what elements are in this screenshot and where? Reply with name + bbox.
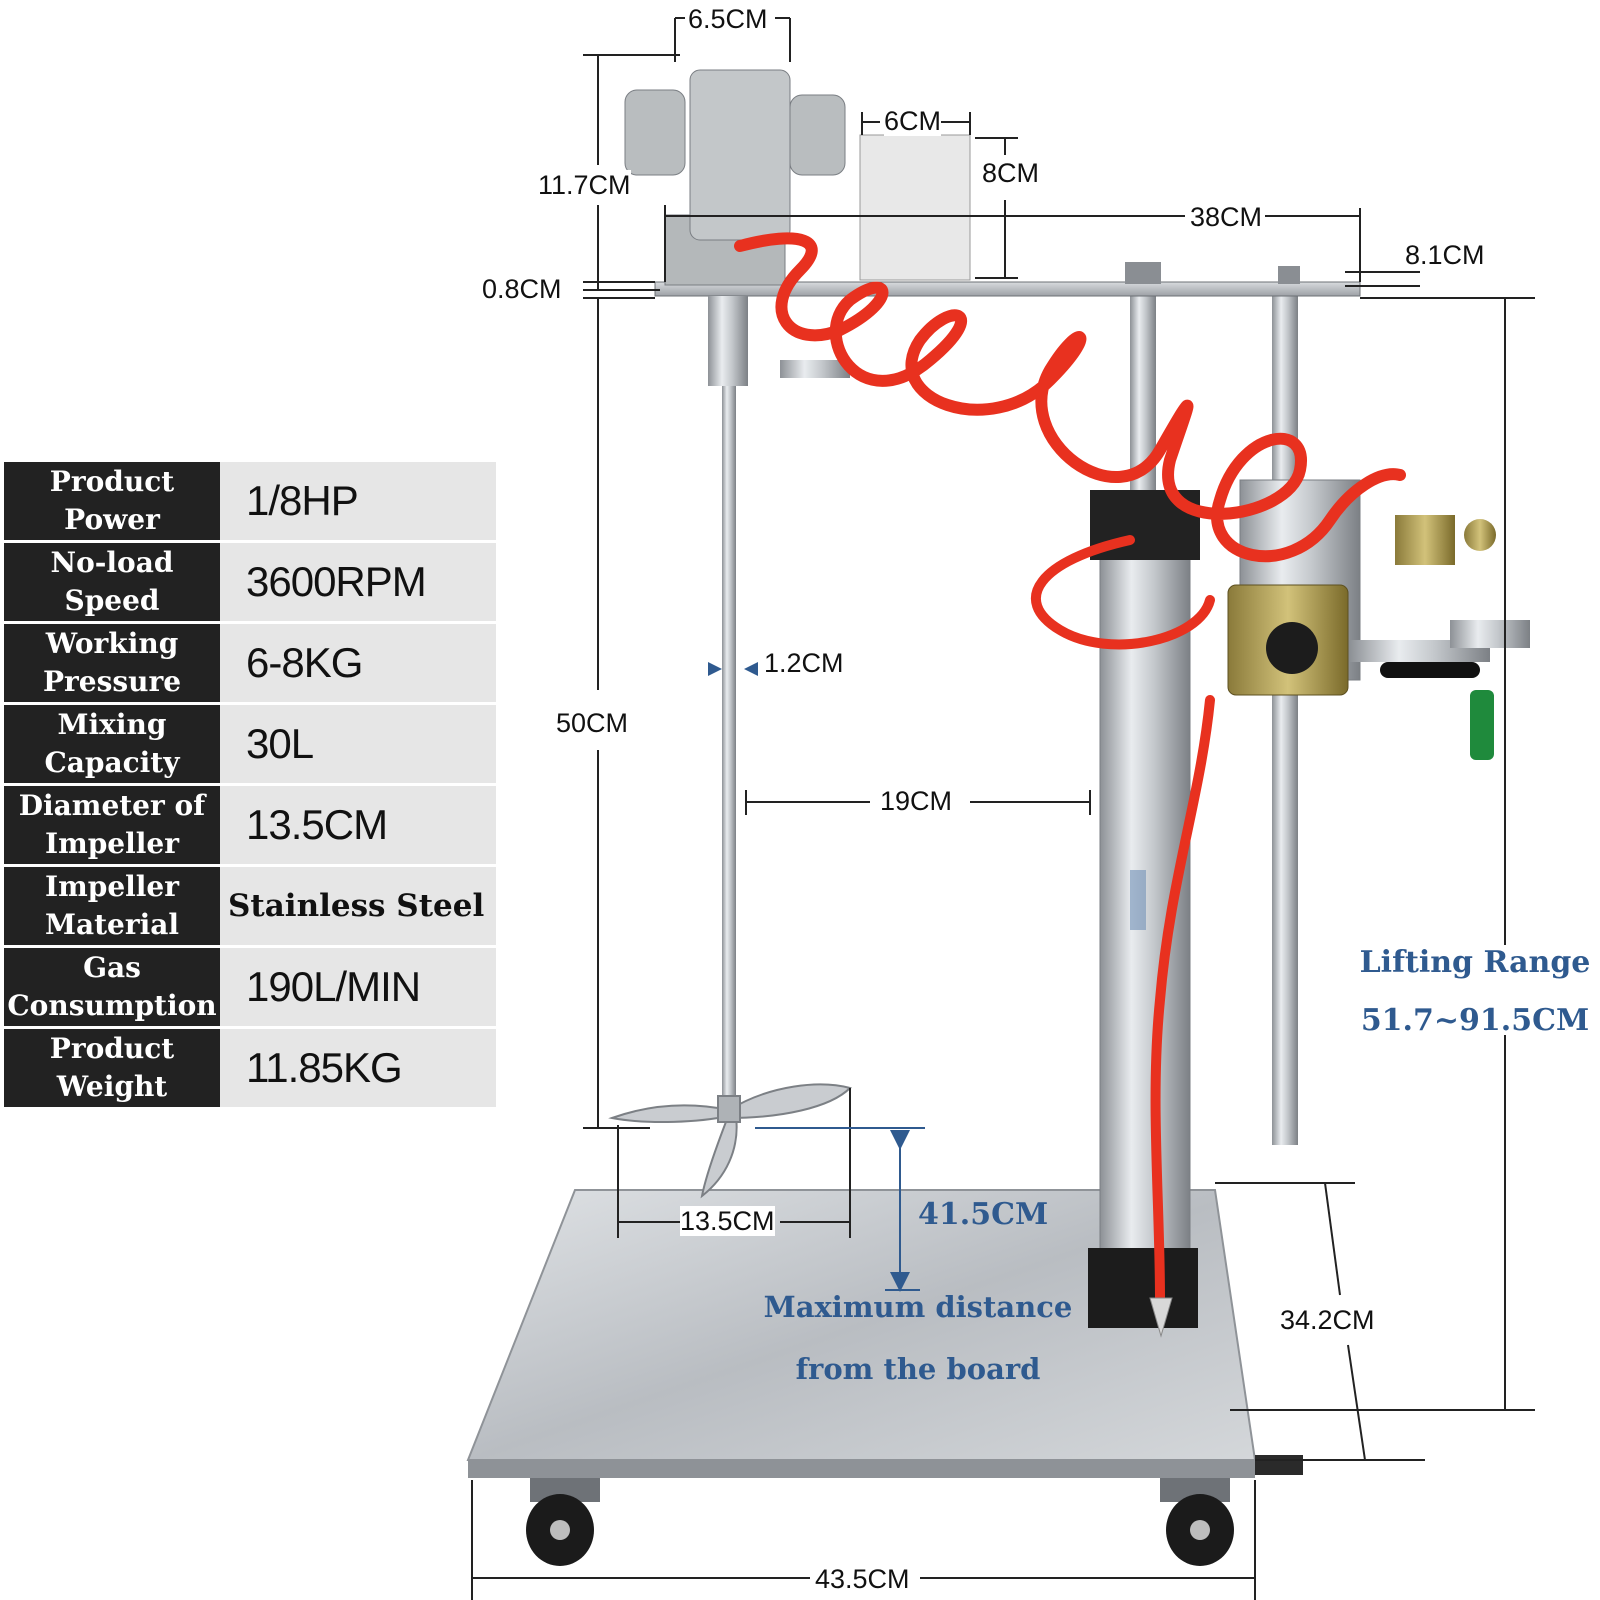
dim-plate-thickness: 0.8CM [482,274,562,304]
spec-value: 13.5CM [220,786,496,864]
spec-value: 30L [220,705,496,783]
control-box [859,134,971,281]
spec-value: 190L/MIN [220,948,496,1026]
mixing-shaft [722,386,736,1116]
dim-arm-overhang: 8.1CM [1405,240,1485,270]
air-hose [734,232,1406,563]
dim-shaft-to-column: 19CM [880,786,953,816]
lifting-range-title: Lifting Range [1359,945,1591,980]
lift-cylinder [1088,490,1200,1328]
shaft-diameter-arrows [708,662,758,676]
max-distance-indicator [755,1127,925,1292]
dim-base-width: 43.5CM [815,1564,910,1594]
dim-motor-width: 6.5CM [688,4,768,34]
spec-value: 3600RPM [220,543,496,621]
max-distance-label-line1: Maximum distance [763,1290,1073,1324]
air-motor [624,69,846,386]
guide-rod [1272,290,1298,1145]
dim-box-width: 6CM [884,106,942,136]
dim-motor-height: 11.7CM [538,170,631,200]
dim-base-depth: 34.2CM [1280,1305,1375,1335]
spec-value: Stainless Steel [220,867,496,945]
dim-arm-length: 38CM [1190,202,1263,232]
dim-box-height: 8CM [982,158,1040,188]
impeller [608,1083,852,1199]
max-distance-value: 41.5CM [918,1197,1049,1232]
dim-impeller-diameter: 13.5CM [680,1206,775,1236]
lifting-range-value: 51.7~91.5CM [1360,1003,1590,1038]
dim-shaft-diameter: 1.2CM [764,648,844,678]
spec-value: 1/8HP [220,462,496,540]
dim-shaft-length: 50CM [556,708,629,738]
spec-value: 11.85KG [220,1029,496,1107]
max-distance-label-line2: from the board [795,1352,1041,1386]
spec-value: 6-8KG [220,624,496,702]
dimension-lines [471,17,1535,1600]
